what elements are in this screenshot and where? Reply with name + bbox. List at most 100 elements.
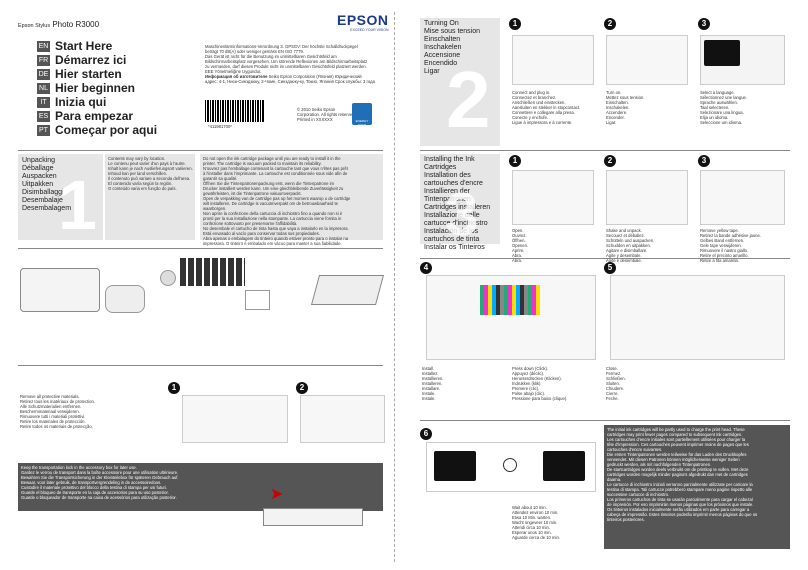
- step-line: Instale.: [422, 391, 436, 396]
- section-title: Auspacken: [22, 173, 57, 180]
- wait-line: Wait about 10 min.: [512, 505, 547, 510]
- step-line: Conecte y enchufe.: [512, 115, 549, 120]
- section-title: Inschakelen: [424, 44, 462, 51]
- unpack-step-2: 2: [296, 382, 308, 394]
- turn-step-2-text: Turn on.Mettez sous tension.Einschalten.…: [606, 90, 644, 125]
- step-line: Taal selecteren.: [700, 105, 730, 110]
- remove-line: Beschermmateriaal verwijderen.: [20, 409, 80, 414]
- step-line: Schütteln und auspacken.: [606, 238, 655, 243]
- language-code: FR: [37, 54, 50, 66]
- step-line: Accendere.: [606, 110, 628, 115]
- turn-step-1: 1: [509, 18, 521, 30]
- legal-line: Das Gerät ist nicht für die Benutzung im…: [205, 54, 337, 59]
- initial-ink-line: Les cartouches d'encre initiales sont pa…: [607, 437, 746, 442]
- manufacturer-text: Seiko Epson Corporation (Япония) Юридиче…: [267, 74, 362, 79]
- step-line: Ouvrez.: [512, 233, 527, 238]
- warning-line: Do not open the ink cartridge package un…: [203, 156, 341, 161]
- initial-ink-line: De startcartridges worden deels verbruik…: [607, 467, 749, 472]
- initial-ink-line: The initial ink cartridges will be partl…: [607, 427, 745, 432]
- wait-line: Attendez environ 10 min.: [512, 510, 559, 515]
- language-title: Para empezar: [55, 109, 134, 123]
- remove-tape-illustration-2: [300, 395, 385, 443]
- step-line: Seleccione um idioma.: [700, 120, 743, 125]
- install-step-1-text: Open.Ouvrez.Öffnen.Openen.Aprire.Abra.Ab…: [512, 228, 528, 263]
- lcd-screen-icon: [704, 40, 740, 66]
- contents-line: Inhalt kann je nach Auslieferungsort var…: [108, 166, 193, 171]
- install-step-5: 5: [604, 262, 616, 274]
- step-line: Abra.: [512, 258, 523, 263]
- initial-ink-line: tinteiros posteriores.: [607, 517, 645, 522]
- warning-line: Non aprire la confezione della cartuccia…: [203, 211, 343, 216]
- ink-cartridges-illustration: [180, 258, 245, 286]
- section-title: Disimballaggio: [22, 189, 68, 196]
- installing-step-number: 3: [445, 181, 479, 248]
- step-line: Selezionare una lingua.: [700, 110, 744, 115]
- initial-ink-line: cartouches d'encre suivantes.: [607, 447, 663, 452]
- step-line: Remove yellow tape.: [700, 228, 739, 233]
- step-line: Gele tape verwijderen.: [700, 243, 742, 248]
- section-title: Cartridges: [424, 164, 457, 171]
- step-line: Shake and unpack.: [606, 228, 642, 233]
- section-title: Desembalagem: [22, 205, 72, 212]
- barcode: [205, 100, 265, 122]
- warning-line: printer. The cartridge is vacuum packed …: [203, 161, 322, 166]
- legal-notice: Maschinenlärminformations-Verordnung 3. …: [205, 44, 375, 84]
- unpack-step-1: 1: [168, 382, 180, 394]
- step-line: Pressione para baixo (clique).: [512, 396, 568, 401]
- connect-power-illustration: [512, 35, 594, 85]
- timer-icon: [503, 458, 517, 472]
- language-code: DE: [37, 68, 50, 80]
- warning-line: wilt installeren. De cartridge is vacuüm…: [203, 201, 338, 206]
- legal-line: beträgt 70 dB(A) oder weniger gemäss EN …: [205, 49, 304, 54]
- language-code: EN: [37, 40, 50, 52]
- turn-step-2: 2: [604, 18, 616, 30]
- section-title: Ligar: [424, 68, 440, 75]
- step-line: Agitare e disimballare.: [606, 248, 648, 253]
- cartridge-row-icon: [480, 285, 540, 315]
- install-step-6: 6: [420, 428, 432, 440]
- contents-line: El contenido varía según la región.: [108, 181, 173, 186]
- step-line: Aansluiten en stekker in stopcontact.: [512, 105, 581, 110]
- transport-line: Bewahren Sie die Transportsicherung in d…: [21, 475, 179, 480]
- step-line: Sprache auswählen.: [700, 100, 738, 105]
- step-line: Elija un idioma.: [700, 115, 729, 120]
- shake-cartridge-illustration: [606, 170, 688, 225]
- install-step-4-text: Install.Installez.Installieren.Installer…: [422, 366, 443, 401]
- step-line: Fermez.: [606, 371, 622, 376]
- step-line: Pulse abajo (clic).: [512, 391, 546, 396]
- energy-star-logo: ENERGY STAR: [352, 103, 372, 127]
- initial-ink-note: [604, 425, 790, 549]
- turn-step-3: 3: [698, 18, 710, 30]
- transport-line: Bewaar, voor later gebruik, de transport…: [21, 480, 162, 485]
- wait-line: Etwa 10 Min. warten.: [512, 515, 552, 520]
- initial-ink-line: cabeça de impressão. Estes tinteiros pod…: [607, 512, 758, 517]
- roll-holder-illustration: [105, 285, 145, 313]
- charging-lcd-icon: [434, 451, 476, 481]
- section-title: Installing the Ink: [424, 156, 475, 163]
- step-line: Sluiten.: [606, 381, 620, 386]
- language-code: NL: [37, 82, 50, 94]
- manual-illustration: [245, 290, 270, 310]
- section-title: Turning On: [424, 20, 459, 27]
- remove-line: Rimuovere tutti i materiali protettivi.: [20, 414, 86, 419]
- section-title: Installazione delle: [424, 212, 480, 219]
- transport-line: Guarde o bloqueador de transporte na cai…: [21, 495, 177, 500]
- remove-tape-illustration: [700, 170, 785, 225]
- section-title: Installieren der: [424, 188, 470, 195]
- language-code: ES: [37, 110, 50, 122]
- product-prefix: Epson Stylus: [18, 23, 51, 29]
- legal-line: Bildschirmarbeitsplatz vorgesehen. Um st…: [205, 59, 368, 64]
- install-step-5-text: Close.Fermez.Schließen.Sluiten.Chiudere.…: [606, 366, 626, 401]
- warning-text: Do not open the ink cartridge package un…: [203, 156, 350, 246]
- section-title: Instalación de los: [424, 228, 479, 235]
- language-title: Hier beginnen: [55, 81, 136, 95]
- step-line: Ligar.: [606, 120, 617, 125]
- box-illustration: [310, 275, 385, 305]
- warning-line: N'ouvrez pas l'emballage contenant la ca…: [203, 166, 348, 171]
- language-row: NL Hier beginnen: [37, 81, 157, 95]
- step-line: Indrukken (klik).: [512, 381, 542, 386]
